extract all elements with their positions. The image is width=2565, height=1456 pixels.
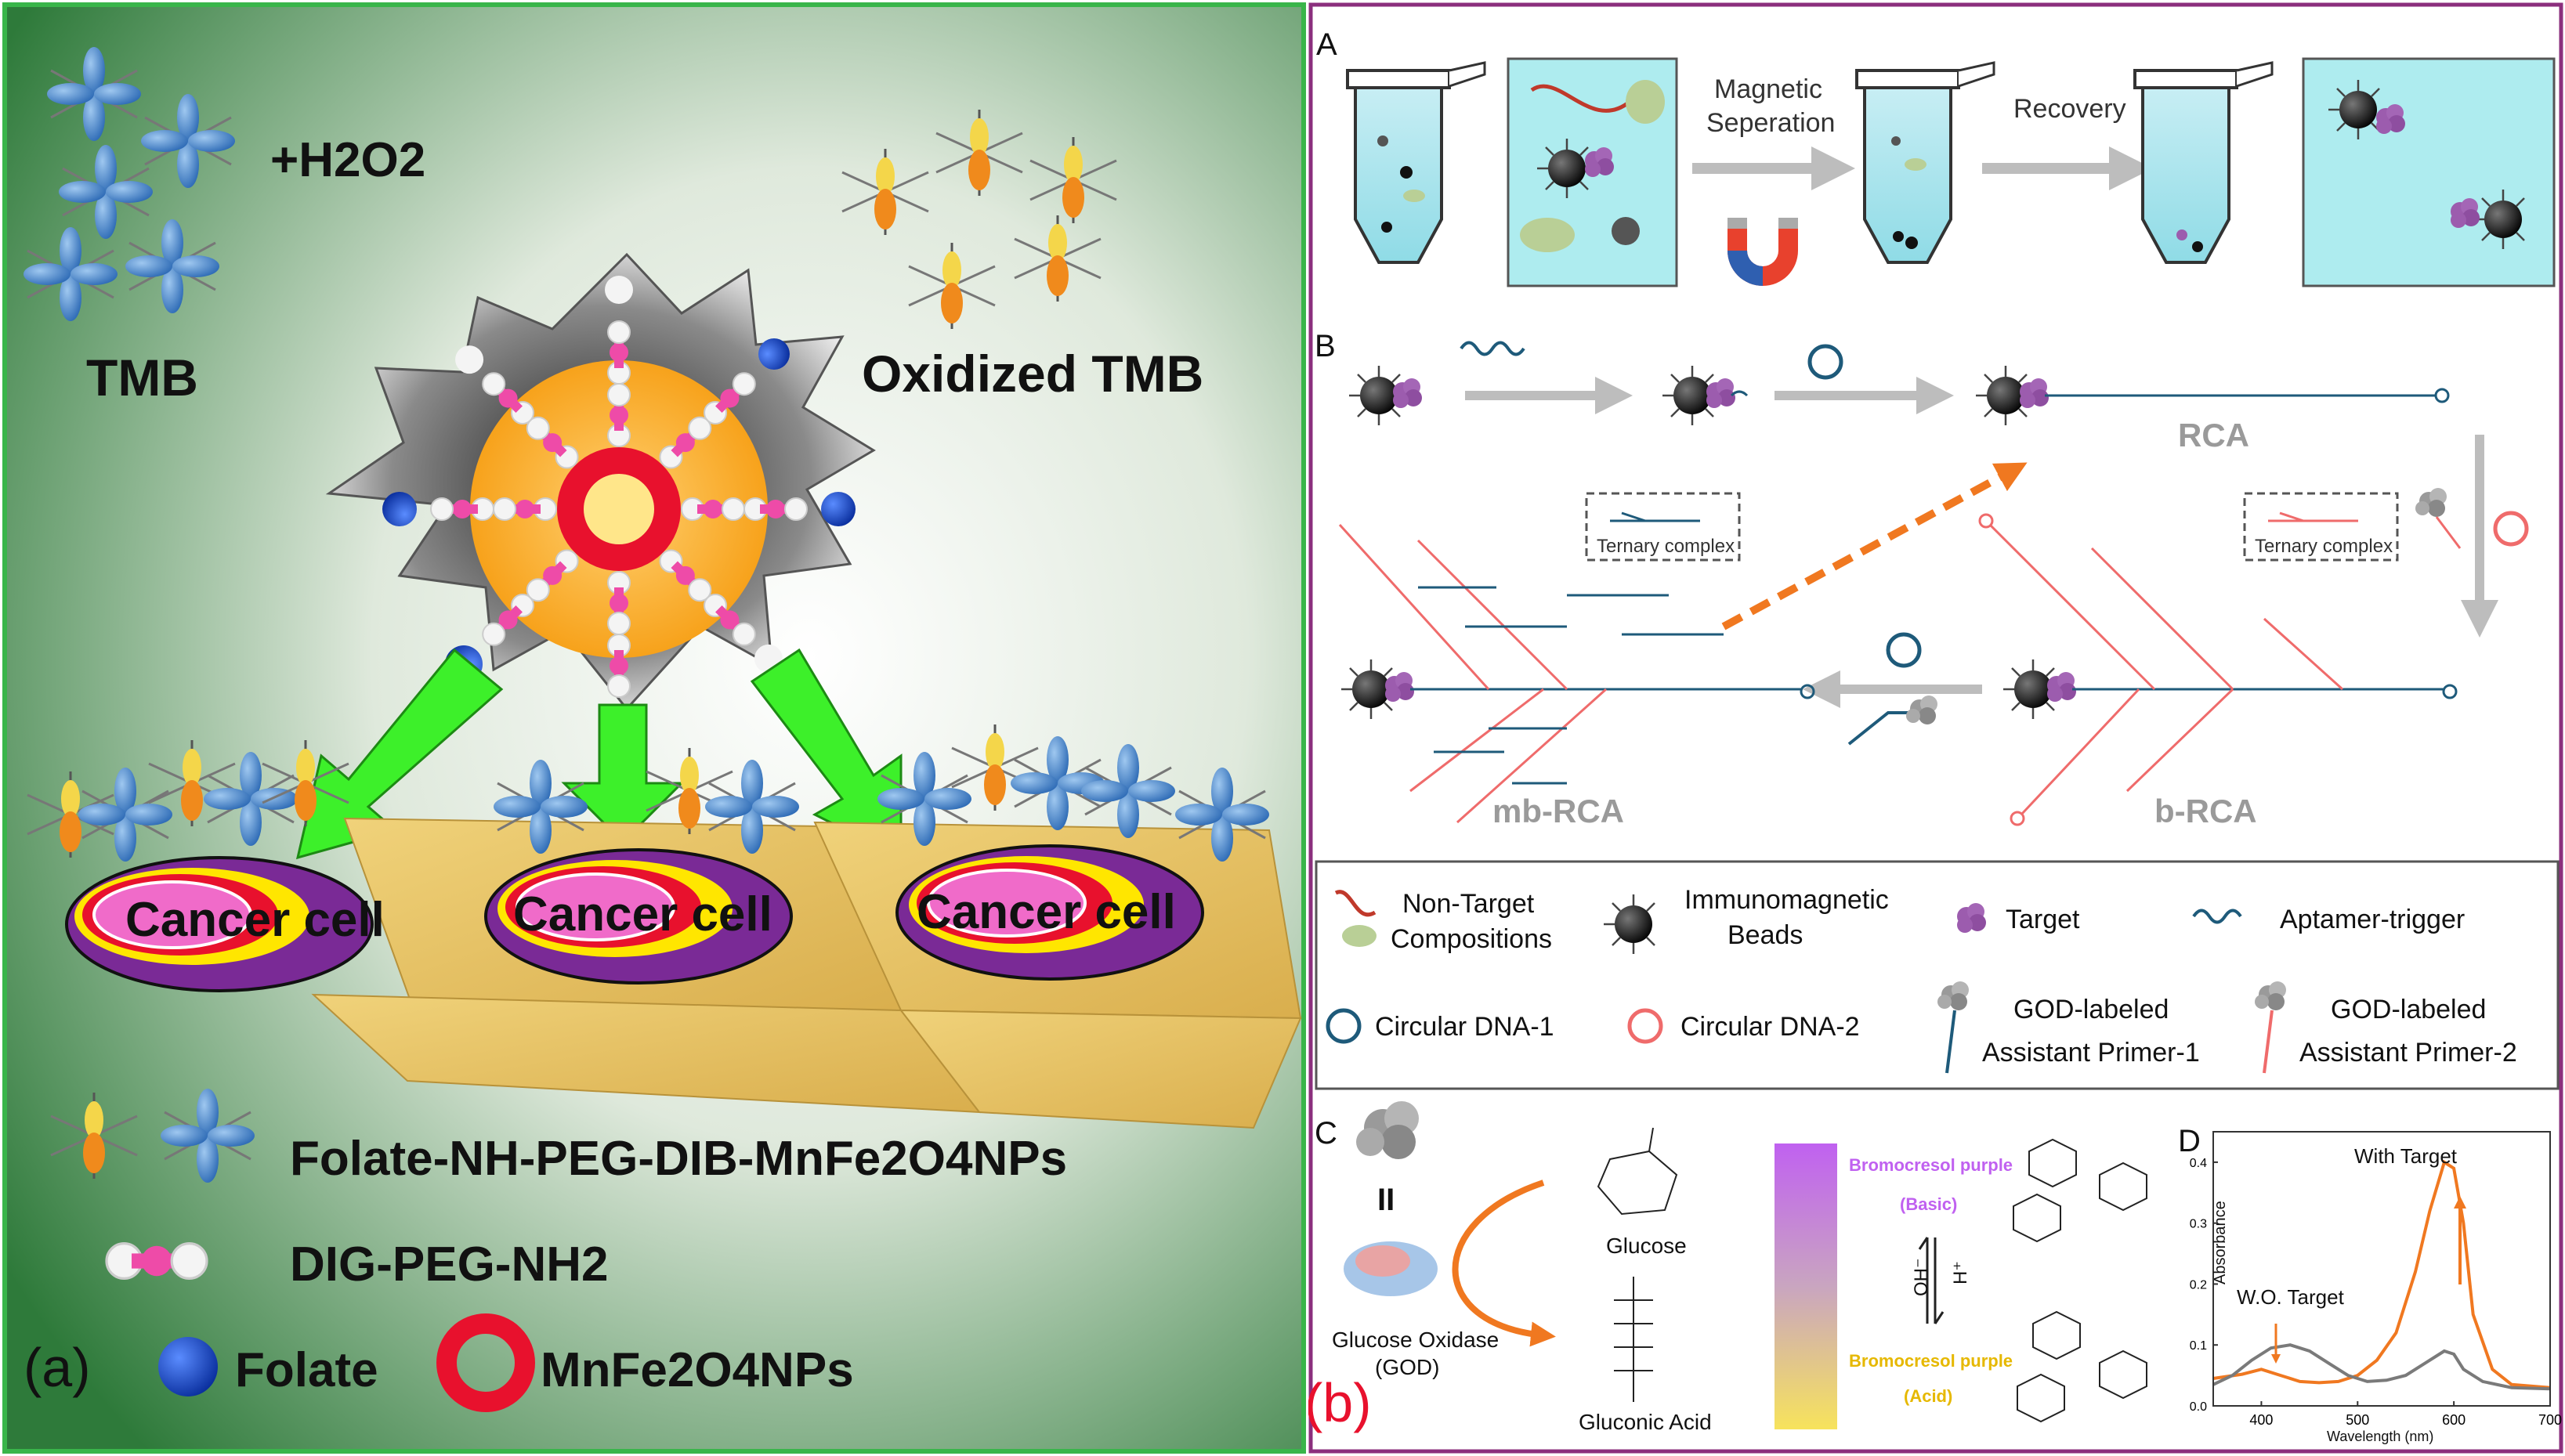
svg-text:Seperation: Seperation <box>1706 108 1835 138</box>
glucose-structure <box>1597 1127 1678 1216</box>
x-tick-label: 700 <box>2538 1412 2562 1428</box>
cancer-cell-1: Cancer cell <box>65 856 385 992</box>
tmb-label: TMB <box>86 349 198 406</box>
rca-label: RCA <box>2178 417 2249 453</box>
with-target-annotation: With Target <box>2354 1144 2458 1168</box>
magnetic-separation-step: Magnetic Seperation <box>1692 74 1855 286</box>
section-a-label: A <box>1316 27 1337 62</box>
svg-text:Compositions: Compositions <box>1391 924 1552 954</box>
mbrca-structure: mb-RCA <box>1338 523 1815 829</box>
section-c-label: C <box>1315 1116 1337 1151</box>
svg-text:Beads: Beads <box>1727 920 1803 950</box>
ternary-complex-box-1: Ternary complex <box>1585 492 1741 562</box>
equilibrium-arrows <box>1918 1237 1945 1324</box>
y-tick-label: 0.1 <box>2190 1339 2207 1353</box>
arrow-left <box>295 648 504 860</box>
gluconic-label: Gluconic Acid <box>1579 1410 1712 1434</box>
panel-a: +H2O2 TMB Oxidized TMB <box>2 2 1306 1454</box>
cancer-cell-label-1: Cancer cell <box>125 893 385 947</box>
svg-text:Bromocresol purple: Bromocresol purple <box>1849 1351 2013 1371</box>
legend-nanoparticle-label: Folate-NH-PEG-DIB-MnFe2O4NPs <box>290 1132 1067 1186</box>
svg-text:(Basic): (Basic) <box>1900 1194 1957 1214</box>
feedback-arrow <box>1721 462 2028 630</box>
svg-text:Ternary complex: Ternary complex <box>2255 536 2393 557</box>
brca-structure: b-RCA <box>1978 513 2458 829</box>
svg-text:Magnetic: Magnetic <box>1714 74 1822 104</box>
tube-3 <box>2133 61 2274 264</box>
folate-icon <box>158 1337 218 1396</box>
tube-2 <box>1855 61 1995 264</box>
panel-b-legend: Non-Target Compositions Immunomagnetic B… <box>1315 860 2560 1090</box>
reaction-arrow <box>1452 1180 1556 1347</box>
panel-a-background <box>2 2 1306 1454</box>
svg-text:(Acid): (Acid) <box>1904 1386 1952 1406</box>
y-tick-label: 0.3 <box>2190 1218 2207 1231</box>
chart-xlabel: Wavelength (nm) <box>2327 1429 2433 1444</box>
svg-text:Aptamer-trigger: Aptamer-trigger <box>2280 905 2465 934</box>
section-d-label: D <box>2178 1124 2201 1158</box>
nanoparticle-starburst <box>325 252 876 742</box>
svg-text:(GOD): (GOD) <box>1375 1355 1439 1379</box>
h2o2-label: +H2O2 <box>270 133 425 187</box>
glucose-label: Glucose <box>1606 1234 1687 1258</box>
x-tick-label: 500 <box>2346 1412 2369 1428</box>
svg-text:Target: Target <box>2006 905 2080 934</box>
brca-label: b-RCA <box>2154 793 2257 829</box>
mnfe2o4-icon <box>436 1313 535 1412</box>
x-tick-label: 600 <box>2442 1412 2466 1428</box>
mbrca-label: mb-RCA <box>1492 793 1624 829</box>
legend-core-label: MnFe2O4NPs <box>541 1343 854 1397</box>
svg-text:II: II <box>1377 1183 1395 1217</box>
chart-ylabel: Absorbance <box>2212 1201 2229 1284</box>
rca-row: RCA <box>1348 341 2529 638</box>
panel-b-label: (b) <box>1308 1372 1372 1433</box>
bcp-color-bar <box>1775 1143 1837 1429</box>
chart-frame <box>2212 1131 2551 1407</box>
svg-text:GOD-labeled: GOD-labeled <box>2331 995 2486 1024</box>
god-enzyme: II Glucose Oxidase (GOD) <box>1332 1101 1499 1379</box>
mnfe2o4-ring <box>557 447 681 571</box>
proton-label: H⁺ <box>1950 1261 1971 1284</box>
cancer-cell-label-2: Cancer cell <box>513 887 772 941</box>
recovery-step: Recovery <box>1982 94 2153 190</box>
svg-text:Ternary complex: Ternary complex <box>1597 536 1735 557</box>
svg-text:Immunomagnetic: Immunomagnetic <box>1684 885 1889 915</box>
hydroxide-label: OH⁻ <box>1911 1258 1932 1296</box>
section-b-label: B <box>1315 329 1336 363</box>
svg-text:Assistant Primer-2: Assistant Primer-2 <box>2299 1038 2517 1068</box>
svg-text:Circular DNA-1: Circular DNA-1 <box>1375 1012 1554 1042</box>
legend-linker-label: DIG-PEG-NH2 <box>290 1237 608 1292</box>
cancer-cell-3: Cancer cell <box>895 844 1204 981</box>
x-tick-label: 400 <box>2249 1412 2273 1428</box>
bcp-acid-structure <box>2017 1310 2147 1423</box>
y-tick-label: 0.4 <box>2190 1157 2207 1170</box>
ternary-complex-box-2: Ternary complex <box>2243 492 2399 562</box>
absorbance-chart: Absorbance Wavelength (nm) With Target W… <box>2190 1131 2562 1444</box>
wo-target-annotation: W.O. Target <box>2237 1285 2345 1309</box>
svg-text:GOD-labeled: GOD-labeled <box>2013 995 2169 1024</box>
cancer-cell-2: Cancer cell <box>484 848 793 985</box>
svg-text:Bromocresol purple: Bromocresol purple <box>1849 1155 2013 1175</box>
oxidized-tmb-label: Oxidized TMB <box>862 345 1203 403</box>
tube-1 <box>1346 61 1486 264</box>
series-line-w-o-target <box>2212 1343 2551 1391</box>
y-tick-label: 0.2 <box>2190 1278 2207 1292</box>
svg-text:Recovery: Recovery <box>2013 94 2126 124</box>
svg-text:Circular DNA-2: Circular DNA-2 <box>1680 1012 1860 1042</box>
panel-b: A Magnetic Seperation Recovery B <box>1308 2 2563 1454</box>
panel-a-legend: Folate-NH-PEG-DIB-MnFe2O4NPs DIG-PEG-NH2… <box>24 1087 1067 1412</box>
legend-folate-label: Folate <box>235 1343 378 1397</box>
svg-text:Assistant Primer-1: Assistant Primer-1 <box>1982 1038 2200 1068</box>
svg-text:Glucose Oxidase: Glucose Oxidase <box>1332 1328 1499 1352</box>
series-line-with-target <box>2212 1159 2551 1389</box>
y-tick-label: 0.0 <box>2190 1400 2207 1414</box>
bcp-basic-structure <box>2013 1138 2147 1243</box>
gluconic-structure <box>1614 1277 1653 1402</box>
cancer-cell-label-3: Cancer cell <box>917 885 1176 939</box>
panel-a-label: (a) <box>24 1337 91 1398</box>
svg-text:Non-Target: Non-Target <box>1402 889 1535 919</box>
